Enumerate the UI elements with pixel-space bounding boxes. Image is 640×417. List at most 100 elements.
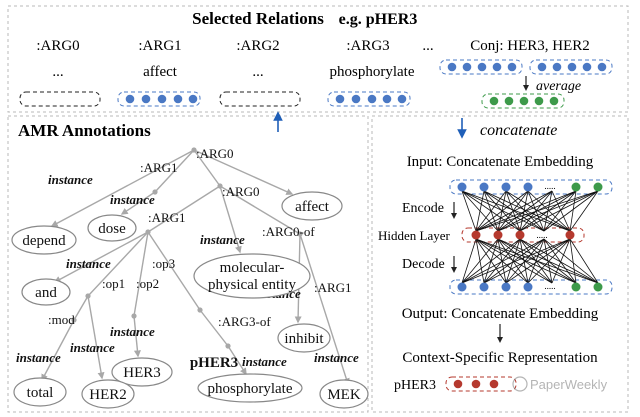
decode-label: Decode bbox=[402, 257, 445, 272]
edge-label-instance-2: instance bbox=[110, 192, 155, 207]
decode-connection bbox=[461, 238, 545, 284]
edge-arg3of bbox=[199, 309, 229, 347]
relation-arg2-embedding bbox=[219, 91, 301, 107]
relation-arg3-label: :ARG3 bbox=[346, 38, 389, 54]
edge-arg1-b bbox=[147, 185, 221, 233]
node-label-her2: HER2 bbox=[89, 387, 127, 403]
input-node bbox=[501, 182, 511, 192]
encode-connection bbox=[543, 190, 577, 232]
conj-her2-embedding bbox=[529, 59, 613, 75]
relation-arg3-vector bbox=[335, 94, 407, 104]
conj-her2-vector bbox=[537, 62, 607, 72]
input-label: Input: Concatenate Embedding bbox=[407, 154, 594, 170]
context-node bbox=[489, 379, 499, 389]
decode-connection bbox=[483, 238, 571, 284]
edge-arg1-mek bbox=[299, 233, 350, 386]
encode-connection bbox=[497, 190, 529, 232]
node-total bbox=[13, 377, 67, 407]
edge-arg0of bbox=[219, 185, 301, 235]
vector-dot bbox=[125, 94, 135, 104]
conj-label: Conj: HER3, HER2 bbox=[470, 38, 590, 54]
decode-connection bbox=[519, 238, 529, 284]
node-label-phosphorylate: phosphorylate bbox=[208, 381, 293, 397]
edge-op1 bbox=[87, 231, 149, 297]
encode-connection bbox=[461, 190, 571, 232]
node-mek bbox=[319, 379, 369, 409]
encode-connection bbox=[461, 190, 477, 232]
input-node bbox=[457, 182, 467, 192]
output-layer-nodes: ..... bbox=[457, 281, 603, 292]
decode-connection bbox=[569, 238, 599, 284]
vector-dot bbox=[173, 94, 183, 104]
average-label: average bbox=[536, 79, 581, 94]
edge-label-instance-9: instance bbox=[242, 354, 287, 369]
output-node bbox=[523, 282, 533, 292]
node-label-her3: HER3 bbox=[123, 365, 161, 381]
hidden-layer-label: Hidden Layer bbox=[378, 228, 451, 243]
edge-instance-her3 bbox=[133, 315, 141, 358]
node-label-mek: MEK bbox=[327, 387, 361, 403]
context-node bbox=[453, 379, 463, 389]
vector-dot bbox=[534, 96, 544, 106]
edge-label-arg0-root: :ARG0 bbox=[196, 146, 234, 161]
concatenate-label: concatenate bbox=[480, 122, 557, 139]
amr-panel bbox=[7, 115, 369, 413]
node-label-and: and bbox=[35, 285, 57, 301]
edge-label-arg1-b: :ARG1 bbox=[148, 210, 186, 225]
relation-arg1-label: :ARG1 bbox=[138, 38, 181, 54]
vector-dot bbox=[549, 96, 559, 106]
node-affect bbox=[281, 191, 343, 221]
edge-label-op2: :op2 bbox=[136, 276, 159, 291]
encode-connection bbox=[475, 190, 507, 232]
edge-instance-molecular bbox=[219, 185, 242, 254]
edge-label-op3: :op3 bbox=[152, 256, 175, 271]
relation-arg0-label: :ARG0 bbox=[36, 38, 79, 54]
node-label-physical: physical entity bbox=[208, 277, 296, 293]
edge-label-arg0of: :ARG0-of bbox=[262, 224, 315, 239]
vector-dot bbox=[447, 62, 457, 72]
conj-her3-embedding bbox=[439, 59, 523, 75]
hidden-layer-box bbox=[461, 227, 585, 243]
example-label: e.g. pHER3 bbox=[339, 11, 418, 28]
context-node bbox=[471, 379, 481, 389]
selected-relations-title: Selected Relations bbox=[192, 9, 324, 28]
edge-instance-phosphorylate bbox=[227, 345, 247, 376]
relation-arg1-embedding bbox=[117, 91, 201, 107]
relation-arg2-value: ... bbox=[252, 64, 263, 80]
selected-relations-panel bbox=[7, 5, 629, 113]
relation-arg3-embedding bbox=[327, 91, 411, 107]
node-label-total: total bbox=[27, 385, 54, 401]
edge-instance-dose bbox=[120, 191, 156, 215]
junction-dot bbox=[152, 189, 158, 195]
network-panel bbox=[371, 115, 629, 413]
vector-dot bbox=[582, 62, 592, 72]
output-node bbox=[457, 282, 467, 292]
relation-arg1-vector bbox=[125, 94, 198, 104]
encode-connection bbox=[551, 190, 571, 232]
vector-dot bbox=[397, 94, 407, 104]
decode-connection bbox=[519, 238, 599, 284]
output-node bbox=[571, 282, 581, 292]
amr-edge-labels: :ARG0 :ARG1 instance instance :ARG0 :ARG… bbox=[16, 146, 359, 369]
vector-dot bbox=[335, 94, 345, 104]
node-depend bbox=[11, 225, 77, 255]
input-dots: ..... bbox=[544, 181, 555, 191]
edge-label-arg1-c: :ARG1 bbox=[314, 280, 352, 295]
junction-dot bbox=[297, 231, 303, 237]
relation-arg0-value: ... bbox=[52, 64, 63, 80]
vector-dot bbox=[567, 62, 577, 72]
vector-dot bbox=[537, 62, 547, 72]
input-layer-nodes: ..... bbox=[457, 181, 603, 192]
output-label: Output: Concatenate Embedding bbox=[402, 306, 599, 322]
decode-connection bbox=[505, 238, 545, 284]
hidden-dots: ..... bbox=[536, 230, 547, 240]
vector-dot bbox=[382, 94, 392, 104]
decode-connection bbox=[543, 238, 553, 284]
edge-label-instance-6: instance bbox=[16, 350, 61, 365]
network-connections bbox=[461, 190, 599, 284]
junction-dot bbox=[71, 317, 77, 323]
junction-dot bbox=[225, 343, 231, 349]
node-label-inhibit: inhibit bbox=[284, 331, 324, 347]
amr-edges bbox=[41, 149, 350, 386]
